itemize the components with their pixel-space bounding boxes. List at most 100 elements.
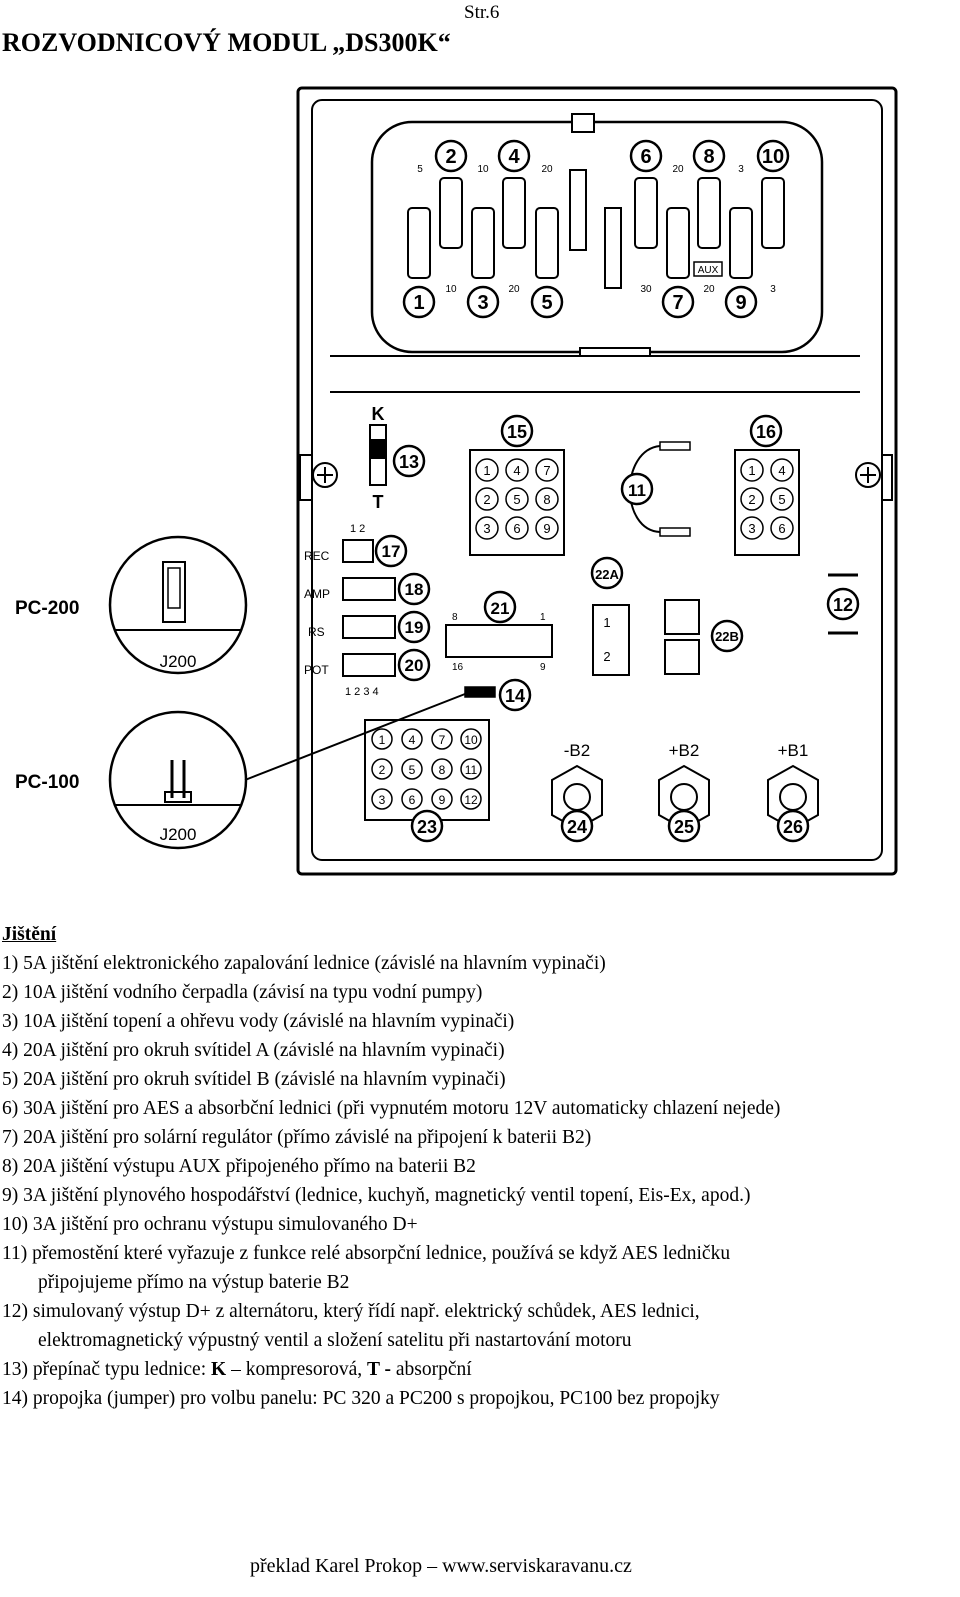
pin: 9 [543,521,550,536]
fuse-number-10: 10 [762,146,784,168]
pin: 7 [439,733,446,747]
conn21-9: 9 [540,662,546,673]
fuse-item-2: 2) 10A jištění vodního čerpadla (závisí … [2,982,483,1003]
fuse-number-3: 3 [477,292,488,314]
label-19: 19 [405,618,424,637]
pin: 2 [748,492,755,507]
label-22b: 22B [715,629,739,644]
item-12-line-1: 12) simulovaný výstup D+ z alternátoru, … [2,1301,700,1322]
label-24: 24 [567,817,587,837]
pin: 4 [409,733,416,747]
item-13-pre: 13) přepínač typu lednice: [2,1359,212,1380]
terminal-b2-plus-label: +B2 [669,741,700,760]
j200-label-b: J200 [160,825,197,844]
fuse-rating-3: 10 [477,164,489,175]
pin: 9 [439,793,446,807]
pin: 1 [603,615,610,630]
pin: 12 [464,793,478,807]
fuse-rating-9: 3 [738,164,744,175]
fuse-row-bottom [407,207,753,279]
pin: 5 [778,492,785,507]
label-23: 23 [417,817,437,837]
label-21: 21 [491,599,510,618]
pin: 3 [379,793,386,807]
label-22a: 22A [595,567,619,582]
section-heading: Jištění [2,924,57,945]
fuse-item-4: 4) 20A jištění pro okruh svítidel A (záv… [2,1040,505,1061]
pin: 6 [409,793,416,807]
pin: 3 [483,521,490,536]
pin: 4 [778,463,785,478]
fuse-item-7: 7) 20A jištění pro solární regulátor (př… [2,1127,592,1148]
fuse-number-7: 7 [672,292,683,314]
fuse-rating-7: 20 [672,164,684,175]
conn21-16: 16 [452,662,464,673]
pin-label-12: 1 2 [350,523,365,535]
pin: 10 [464,733,478,747]
fuse-rating-6: 30 [640,284,652,295]
pin: 11 [465,763,478,777]
rec-label: REC [304,549,330,563]
fuse-rating-8: 20 [703,284,715,295]
item-13-t: T - [367,1359,392,1380]
item-11-line-2: připojujeme přímo na výstup baterie B2 [38,1272,350,1293]
fuse-number-4: 4 [508,146,520,168]
aux-label: AUX [698,265,719,276]
item-11-line-1: 11) přemostění které vyřazuje z funkce r… [2,1243,731,1264]
label-20: 20 [405,656,424,675]
j200-label-a: J200 [160,652,197,671]
pin: 7 [543,463,550,478]
fuse-number-6: 6 [640,146,651,168]
pin-label-1234: 1 2 3 4 [345,686,379,698]
pin: 3 [748,521,755,536]
pc200-label: PC-200 [15,598,79,619]
pc100-label: PC-100 [15,772,79,793]
pc200-inset [108,535,248,675]
label-11: 11 [628,481,646,500]
fridge-type-switch [369,424,387,486]
fuse-rating-10: 3 [770,284,776,295]
fuse-number-5: 5 [541,292,552,314]
fuse-row-top [439,177,785,249]
label-25: 25 [674,817,694,837]
pin: 5 [409,763,416,777]
label-14: 14 [505,686,525,706]
terminal-b1-plus-label: +B1 [778,741,809,760]
fuse-item-6: 6) 30A jištění pro AES a absorbční ledni… [2,1098,781,1119]
item-13-post: absorpční [391,1359,472,1380]
page-title: ROZVODNICOVÝ MODUL „DS300K“ [2,28,451,57]
fuse-rating-5: 20 [541,164,553,175]
fuse-numbers-top [434,139,790,173]
label-13: 13 [399,452,419,472]
fuse-item-10: 10) 3A jištění pro ochranu výstupu simul… [2,1214,418,1235]
pin: 2 [603,649,610,664]
footer-credit: překlad Karel Prokop – www.serviskaravan… [250,1555,632,1577]
item-14: 14) propojka (jumper) pro volbu panelu: … [2,1388,720,1409]
label-18: 18 [405,580,424,599]
pin: 6 [513,521,520,536]
label-17: 17 [382,542,401,561]
wiring-diagram: 2 4 6 8 10 5 10 20 20 3 1 3 5 7 9 10 20 … [15,86,898,876]
fuse-item-8: 8) 20A jištění výstupu AUX připojeného p… [2,1156,476,1177]
conn21-8: 8 [452,612,458,623]
fuse-number-9: 9 [735,292,746,314]
item-13-mid: – kompresorová, [226,1359,367,1380]
fuses-section: Jištění 1) 5A jištění elektronického zap… [2,920,952,1413]
pin: 1 [748,463,755,478]
terminal-b2-minus-label: -B2 [564,741,590,760]
fuse-number-8: 8 [703,146,714,168]
fuse-numbers-bottom [402,285,758,319]
label-26: 26 [783,817,803,837]
pin: 5 [513,492,520,507]
amp-label: AMP [304,587,330,601]
mounting-screw-left-icon [299,454,338,501]
fuse-item-5: 5) 20A jištění pro okruh svítidel B (záv… [2,1069,506,1090]
fuse-item-1: 1) 5A jištění elektronického zapalování … [2,953,606,974]
item-13-k: K [211,1359,227,1380]
item-13: 13) přepínač typu lednice: K – kompresor… [2,1355,952,1384]
switch-t-label: T [373,492,384,512]
fuse-item-3: 3) 10A jištění topení a ohřevu vody (záv… [2,1011,515,1032]
pin: 2 [379,763,386,777]
page-number: Str.6 [464,2,500,23]
pin: 6 [778,521,785,536]
